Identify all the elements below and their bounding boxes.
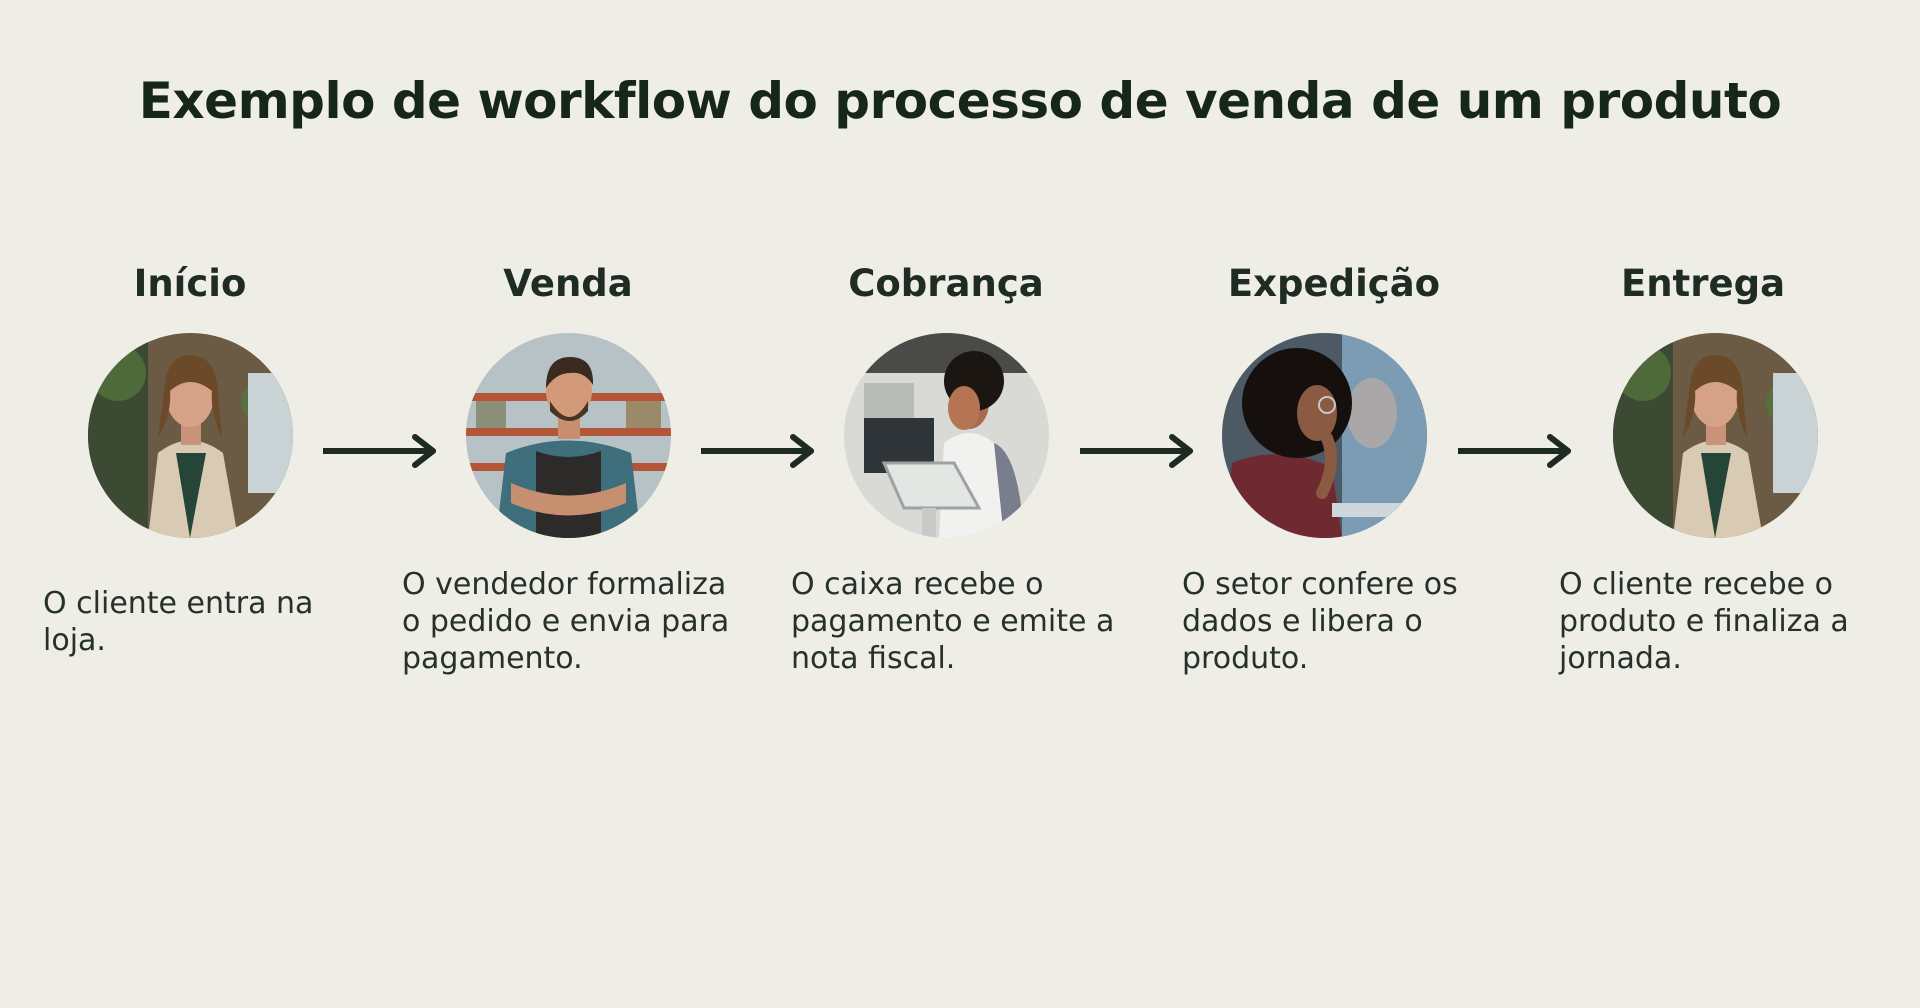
step-description-inicio: O cliente entra na loja.	[43, 586, 314, 658]
page-title: Exemplo de workflow do processo de venda…	[138, 72, 1782, 130]
arrow-right-icon	[1080, 433, 1195, 469]
step-label-cobranca: Cobrança	[848, 262, 1044, 305]
step-label-entrega: Entrega	[1620, 262, 1786, 305]
step-label-expedicao: Expedição	[1227, 262, 1441, 305]
photo-client-woman	[88, 333, 293, 538]
photo-cashier	[844, 333, 1049, 538]
arrow-right-icon	[1458, 433, 1573, 469]
step-description-expedicao: O setor confere os dados e libera o prod…	[1182, 567, 1458, 676]
photo-client-woman-image	[88, 333, 293, 538]
photo-client-woman-end-image	[1613, 333, 1818, 538]
photo-salesman-image	[466, 333, 671, 538]
photo-office-worker	[1222, 333, 1427, 538]
arrow-right-icon	[323, 433, 438, 469]
arrow-right-icon	[701, 433, 816, 469]
step-label-venda: Venda	[503, 262, 633, 305]
photo-cashier-image	[844, 333, 1049, 538]
photo-office-worker-image	[1222, 333, 1427, 538]
step-description-entrega: O cliente recebe o produto e finaliza a …	[1559, 567, 1849, 676]
photo-client-woman-end	[1613, 333, 1818, 538]
photo-salesman	[466, 333, 671, 538]
step-label-inicio: Início	[133, 262, 247, 305]
step-description-venda: O vendedor formaliza o pedido e envia pa…	[402, 567, 730, 676]
step-description-cobranca: O caixa recebe o pagamento e emite a not…	[791, 567, 1115, 676]
